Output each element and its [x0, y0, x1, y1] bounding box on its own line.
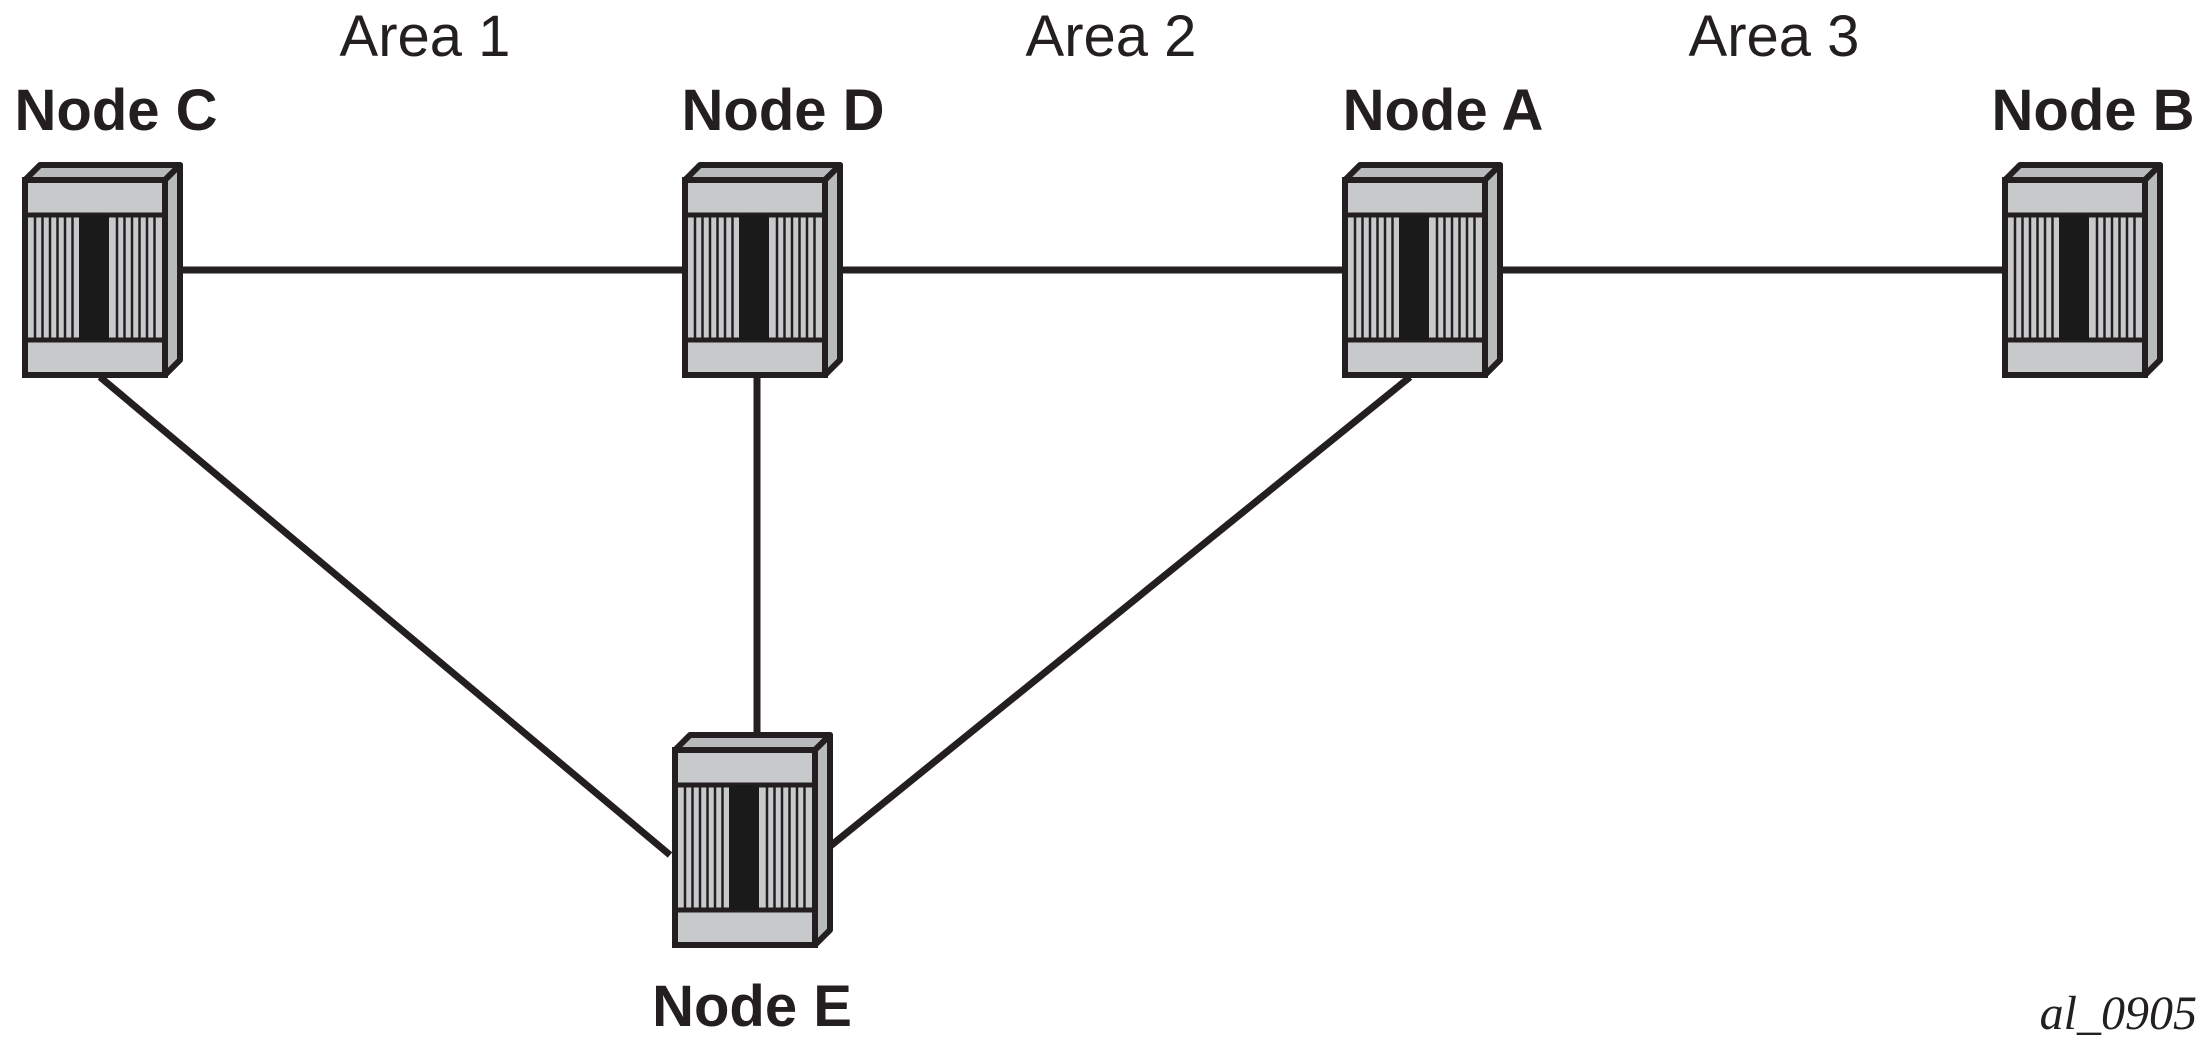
- router-icon-node-c: [22, 162, 183, 378]
- router-icon-node-b: [2002, 162, 2163, 378]
- area-label-1: Area 1: [339, 4, 511, 69]
- router-icon-node-a: [1342, 162, 1503, 378]
- router-icon-node-e: [672, 732, 833, 948]
- link-c-e: [97, 374, 673, 858]
- node-label-a: Node A: [1342, 78, 1544, 143]
- area-label-2: Area 2: [1025, 4, 1197, 69]
- area-label-3: Area 3: [1688, 4, 1860, 69]
- nodes-layer: [22, 162, 2163, 948]
- router-icon-node-d: [682, 162, 843, 378]
- figure-id: al_0905: [2039, 987, 2197, 1040]
- node-label-b: Node B: [1991, 78, 2195, 143]
- node-label-e: Node E: [652, 974, 852, 1039]
- links-layer: [97, 266, 2005, 858]
- node-label-d: Node D: [681, 78, 885, 143]
- link-a-e: [820, 374, 1413, 855]
- node-label-c: Node C: [14, 78, 218, 143]
